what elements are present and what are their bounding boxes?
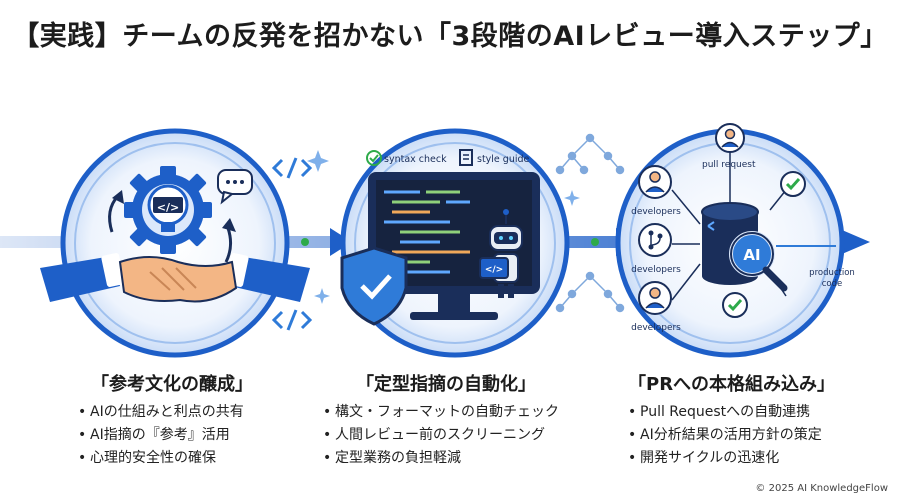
code-badge-top: [271, 157, 313, 179]
shield-check-icon: [340, 246, 408, 326]
reviewer-avatar-icon: [715, 123, 745, 153]
code-badge-bottom: [271, 309, 313, 331]
step3-bullet: AI分析結果の活用方針の策定: [628, 424, 822, 447]
ai-magnifier-icon: [729, 231, 788, 292]
step2-bullet: 構文・フォーマットの自動チェック: [323, 401, 559, 424]
robot-code-label: </>: [485, 265, 503, 275]
git-branch-icon: [638, 223, 672, 257]
step2-bullet: 人間レビュー前のスクリーニング: [323, 424, 559, 447]
step1-illustration: [40, 128, 310, 358]
code-symbol-label: </>: [157, 201, 179, 214]
robot-icon: [479, 209, 523, 298]
developer-avatar-icon: [638, 165, 672, 199]
lightbulb-icon: [147, 184, 189, 232]
step1-title: 「参考文化の醸成」: [91, 374, 253, 395]
syntax-check-tag: [366, 150, 382, 166]
copyright-notice: © 2025 AI KnowledgeFlow: [755, 483, 888, 494]
speech-bubble-icon: [217, 169, 253, 205]
ai-label: AI: [743, 246, 760, 264]
network-tree-icon: [555, 133, 625, 313]
sparkle-icons: [307, 150, 580, 304]
step1-bullet: AI指摘の『参考』活用: [78, 424, 244, 447]
step3-bullet: Pull Requestへの自動連携: [628, 401, 822, 424]
step3-bullets: Pull Requestへの自動連携 AI分析結果の活用方針の策定 開発サイクル…: [628, 401, 822, 470]
step3-title: 「PRへの本格組み込み」: [628, 374, 836, 395]
step2-bullet: 定型業務の負担軽減: [323, 447, 559, 470]
step1-bullet: 心理的安全性の確保: [78, 447, 244, 470]
step2-illustration: [340, 128, 570, 358]
check-circle-icon: [780, 171, 806, 197]
step2-bullets: 構文・フォーマットの自動チェック 人間レビュー前のスクリーニング 定型業務の負担…: [323, 401, 559, 470]
pull-request-label: pull request: [702, 160, 756, 170]
production-code-label-line1: production: [809, 268, 855, 278]
page-title: 【実践】チームの反発を招かない「3段階のAIレビュー導入ステップ」: [12, 21, 888, 52]
step1-bullet: AIの仕組みと利点の共有: [78, 401, 244, 424]
step2-title: 「定型指摘の自動化」: [356, 374, 536, 395]
syntax-check-label: syntax check: [384, 154, 447, 165]
check-circle-icon: [722, 292, 748, 318]
step1-bullets: AIの仕組みと利点の共有 AI指摘の『参考』活用 心理的安全性の確保: [78, 401, 244, 470]
developers-label: developers: [631, 207, 681, 217]
developers-label: developers: [631, 323, 681, 333]
production-code-label-line2: code: [822, 279, 843, 289]
step3-bullet: 開発サイクルの迅速化: [628, 447, 822, 470]
step3-illustration: [615, 123, 845, 358]
style-guide-label: style guide: [477, 154, 530, 165]
style-guide-tag: [459, 149, 473, 166]
handshake-icon: [40, 253, 310, 303]
developers-label: developers: [631, 265, 681, 275]
developer-avatar-icon: [638, 281, 672, 315]
database-icon: [701, 202, 759, 285]
